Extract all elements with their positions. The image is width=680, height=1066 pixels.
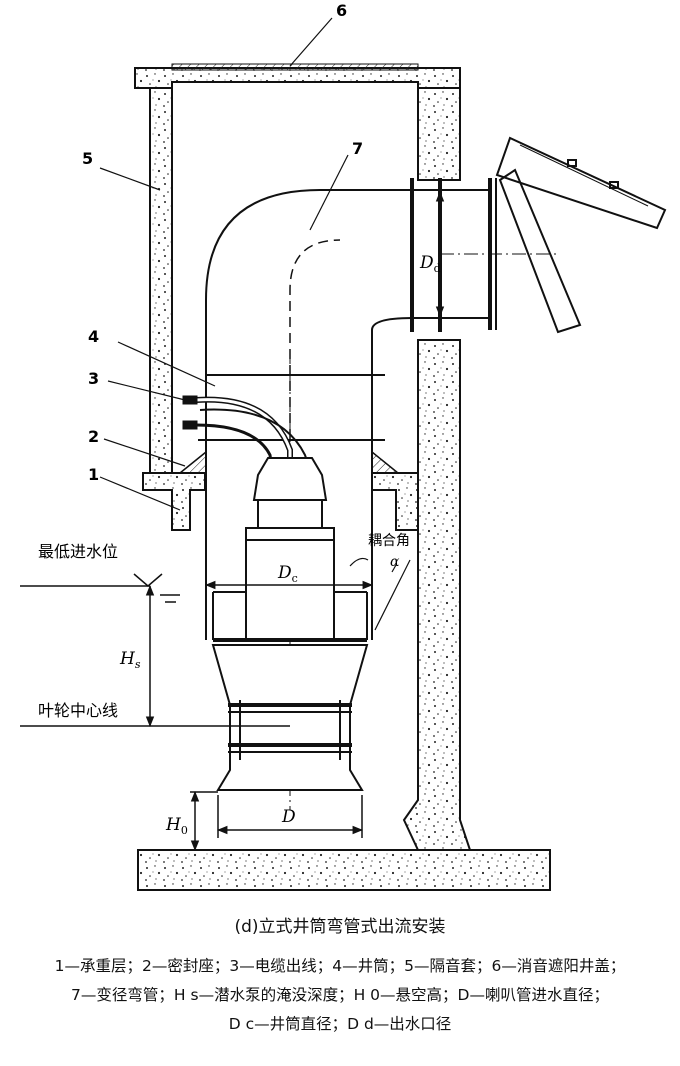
figure-caption: (d)立式井筒弯管式出流安装	[234, 917, 446, 937]
alpha-label: α	[390, 554, 400, 570]
legend-line-3: D c—井筒直径；D d—出水口径	[228, 1015, 452, 1033]
coupling-angle-label: 耦合角	[368, 533, 410, 549]
well-concrete	[134, 67, 551, 891]
legend-line-2: 7—变径弯管；H s—潜水泵的淹没深度；H 0—悬空高；D—喇叭管进水直径；	[71, 986, 609, 1004]
reference-lines	[20, 190, 445, 852]
label-5: 5	[82, 149, 93, 168]
dd-label: Dd	[419, 253, 441, 275]
cables	[182, 395, 311, 471]
installation-diagram: 6 5 7 4 3 2 1 最低进水位 叶轮中心线 耦合角 α Hs H0 Dc…	[20, 1, 667, 891]
label-6: 6	[336, 1, 347, 20]
label-7: 7	[352, 139, 363, 158]
seal-seat	[177, 450, 401, 474]
impeller-centerline-label: 叶轮中心线	[38, 701, 118, 720]
d-label: D	[281, 807, 296, 827]
well-tube	[198, 350, 385, 640]
leader-lines	[99, 17, 411, 631]
lowest-water-level-label: 最低进水位	[38, 542, 118, 561]
h0-label: H0	[165, 815, 188, 837]
legend-line-1: 1—承重层；2—密封座；3—电缆出线；4—井筒；5—隔音套；6—消音遮阳井盖；	[54, 957, 626, 975]
dc-label: Dc	[277, 563, 298, 585]
pump-motor	[212, 457, 368, 642]
label-3: 3	[88, 369, 99, 388]
label-1: 1	[88, 465, 99, 484]
label-4: 4	[88, 327, 99, 346]
label-2: 2	[88, 427, 99, 446]
outlet-flap	[495, 136, 667, 334]
cover-plate	[171, 63, 419, 71]
bell-mouth	[211, 644, 369, 791]
hs-label: Hs	[119, 649, 141, 671]
